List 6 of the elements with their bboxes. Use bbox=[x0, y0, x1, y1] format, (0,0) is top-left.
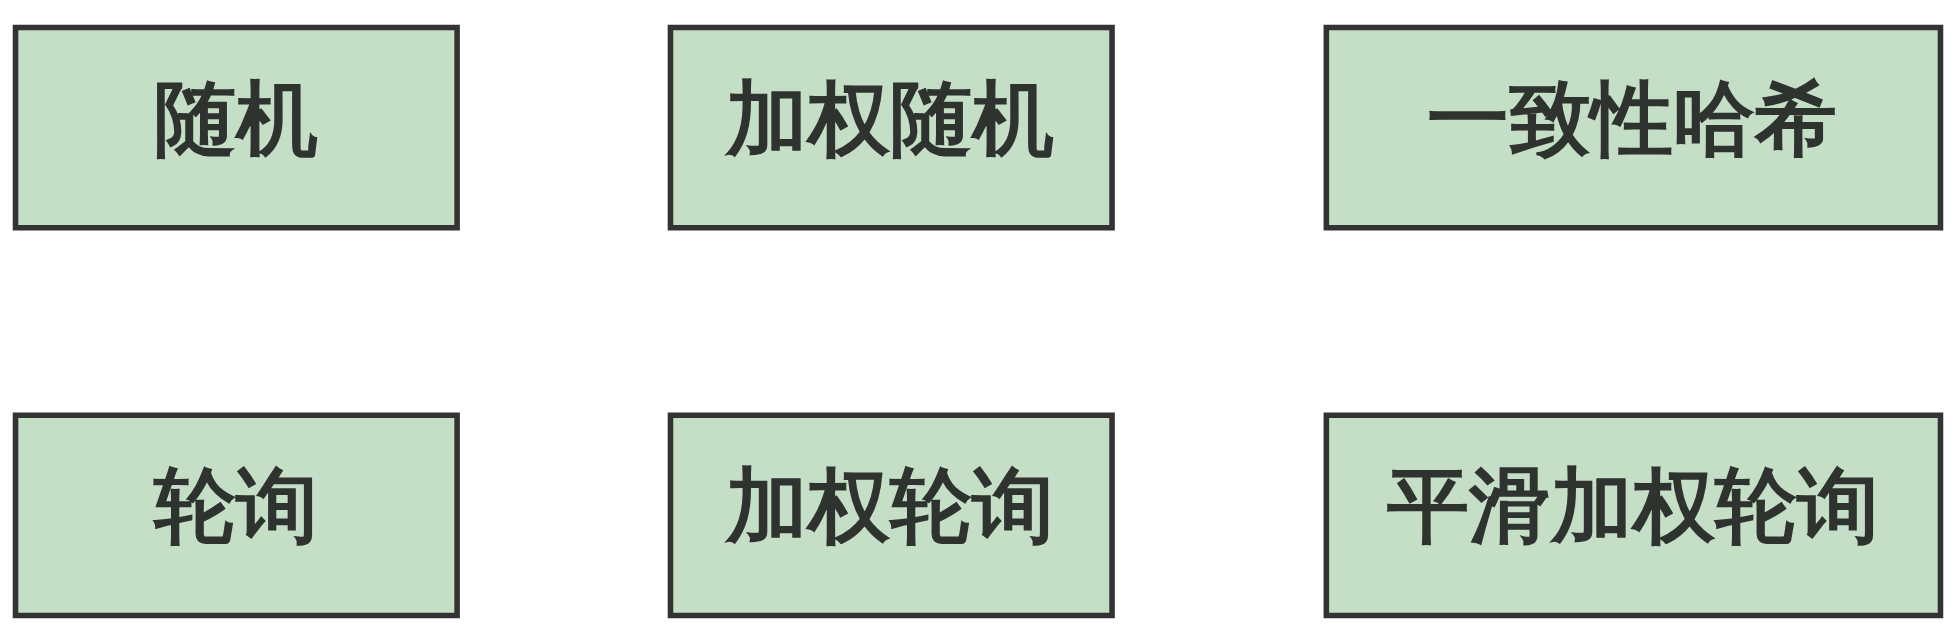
node-box: 加权轮询 bbox=[667, 411, 1115, 618]
node-box: 加权随机 bbox=[667, 24, 1115, 231]
node-box: 随机 bbox=[12, 24, 460, 231]
node-box: 平滑加权轮询 bbox=[1323, 411, 1944, 618]
node-box: 一致性哈希 bbox=[1323, 24, 1944, 231]
node-box: 轮询 bbox=[12, 411, 460, 618]
